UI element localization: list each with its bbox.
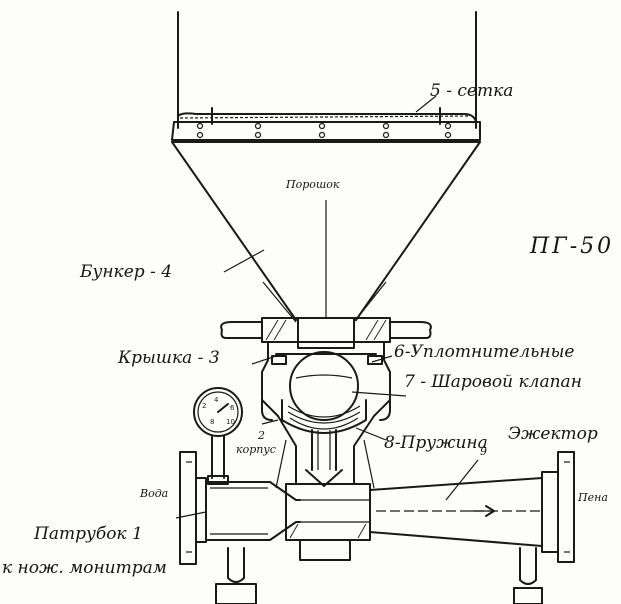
label-sharovoy: 7 - Шаровой клапан (404, 372, 582, 392)
label-ezhektor: Эжектор (508, 424, 598, 444)
label-voda: Вода (140, 487, 169, 500)
label-kryshka: Крышка - 3 (118, 348, 220, 368)
valve-housing (261, 341, 391, 421)
svg-text:4: 4 (214, 396, 219, 404)
label-ezhektor-number: 9 (480, 445, 487, 458)
body-center (285, 483, 371, 541)
label-patrubok: Патрубок 1 (34, 524, 143, 544)
ball-valve (289, 351, 359, 421)
svg-text:2: 2 (202, 402, 206, 410)
hopper-box (171, 11, 481, 141)
outlet-flange (541, 451, 575, 563)
mesh-screen (179, 107, 471, 139)
label-pena: Пена (578, 491, 608, 504)
label-setka: 5 - сетка (430, 81, 514, 101)
svg-text:6: 6 (230, 404, 235, 412)
label-knozh-monitoram: к нож. монитрам (2, 558, 167, 578)
leader-lines (175, 95, 479, 519)
label-pruzhina: 8-Пружина (384, 433, 488, 453)
body-neck (275, 415, 375, 489)
hopper-funnel (171, 141, 481, 323)
pressure-gauge: 2 4 6 8 10 (193, 387, 243, 485)
inlet-pipe (179, 451, 301, 565)
label-bunker: Бункер - 4 (80, 262, 173, 282)
support-legs (215, 539, 543, 604)
spring-cup (281, 399, 367, 471)
svg-text:8: 8 (210, 418, 214, 426)
cover-lid (220, 317, 432, 349)
label-uplotnitelnye: 6-Уплотнительные (394, 342, 575, 362)
label-poroshok: Порошок (286, 178, 340, 191)
label-korpus-number: 2 (258, 429, 265, 442)
svg-text:10: 10 (226, 418, 235, 426)
drawing-title: ПГ-50 (530, 234, 615, 259)
label-korpus: корпус (236, 443, 276, 456)
